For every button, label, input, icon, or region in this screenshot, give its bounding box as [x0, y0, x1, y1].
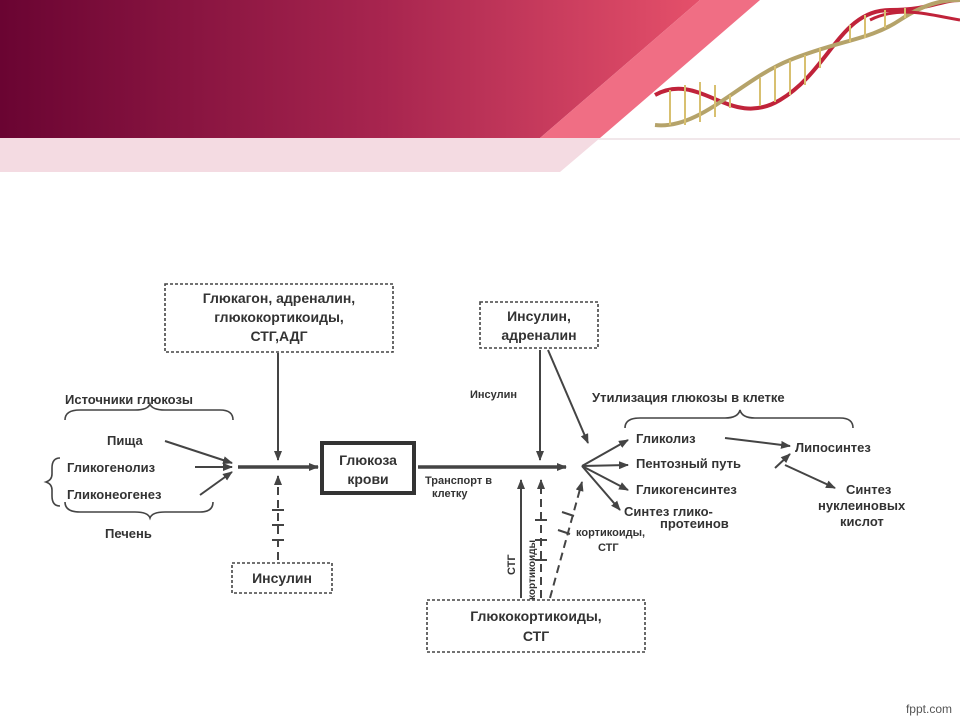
nucleic-line-1: Синтез: [846, 482, 892, 497]
util-pentose: Пентозный путь: [636, 456, 741, 471]
util-glycoprotein-2: протеинов: [660, 516, 729, 531]
corticoids-stg-label-1: кортикоиды,: [576, 527, 645, 539]
glucocorticoids-line-1: Глюкокортикоиды,: [470, 608, 601, 624]
nucleic-arrow-2: [774, 453, 791, 469]
food-arrow: [164, 440, 233, 464]
hormones-line-1: Глюкагон, адреналин,: [203, 290, 355, 306]
blood-glucose-line-1: Глюкоза: [339, 452, 397, 468]
fan-arrow-1: [581, 439, 629, 467]
hormones-line-3: СТГ,АДГ: [250, 328, 307, 344]
glucocorticoids-box: [426, 599, 646, 653]
insulin-adrenalin-line-1: Инсулин,: [507, 308, 571, 324]
insulin-adrenalin-box: [479, 301, 599, 349]
liposynthesis-label: Липосинтез: [795, 440, 871, 455]
source-gluconeogenesis: Гликонеогенез: [67, 487, 162, 502]
blood-glucose-line-2: крови: [347, 471, 388, 487]
util-glycoprotein-1: Синтез глико-: [624, 504, 713, 519]
util-glycogen-synthesis: Гликогенсинтез: [636, 482, 737, 497]
corticoids-diag-arrow: [549, 481, 584, 599]
fan-arrow-3: [581, 465, 629, 491]
liver-label: Печень: [105, 526, 152, 541]
corticoids-stg-label-2: СТГ: [598, 542, 619, 554]
header-banner: [0, 0, 960, 172]
glucocorticoids-line-2: СТГ: [523, 628, 549, 644]
liver-bottom-brace: [64, 501, 214, 521]
gluconeogenesis-arrow: [199, 471, 233, 496]
insulin-adrenalin-line-2: адреналин: [501, 327, 576, 343]
nucleic-line-2: нуклеиновых: [818, 498, 906, 513]
stg-vertical-label: СТГ: [506, 554, 518, 575]
insulin-box-label: Инсулин: [252, 570, 312, 586]
adrenalin-diag-arrow: [547, 349, 589, 444]
sources-title: Источники глюкозы: [65, 392, 193, 407]
lipo-arrow: [724, 437, 791, 449]
footer-watermark: fppt.com: [905, 702, 952, 716]
source-glycogenolysis: Гликогенолиз: [67, 460, 156, 475]
blood-glucose-box: [320, 441, 416, 495]
insulin-box: [231, 562, 333, 594]
dna-helix-image: [654, 0, 960, 128]
nucleic-line-3: кислот: [840, 514, 884, 529]
insulin-small-label: Инсулин: [470, 389, 517, 401]
sources-top-brace: [64, 401, 234, 421]
util-glycolysis: Гликолиз: [636, 431, 696, 446]
liver-left-brace: [43, 457, 61, 507]
hormones-box: [164, 283, 394, 353]
hormones-line-2: глюкокортикоиды,: [214, 309, 344, 325]
nucleic-arrow-1: [784, 464, 836, 489]
fan-arrow-2: [581, 461, 629, 470]
transport-label-2: клетку: [432, 488, 468, 500]
utilization-brace: [624, 409, 854, 429]
corticoids-vertical-label: кортикоиды: [527, 540, 538, 600]
utilization-title: Утилизация глюкозы в клетке: [592, 390, 785, 405]
transport-label-1: Транспорт в: [425, 475, 492, 487]
source-food: Пища: [107, 433, 143, 448]
fan-arrow-4: [581, 465, 621, 511]
